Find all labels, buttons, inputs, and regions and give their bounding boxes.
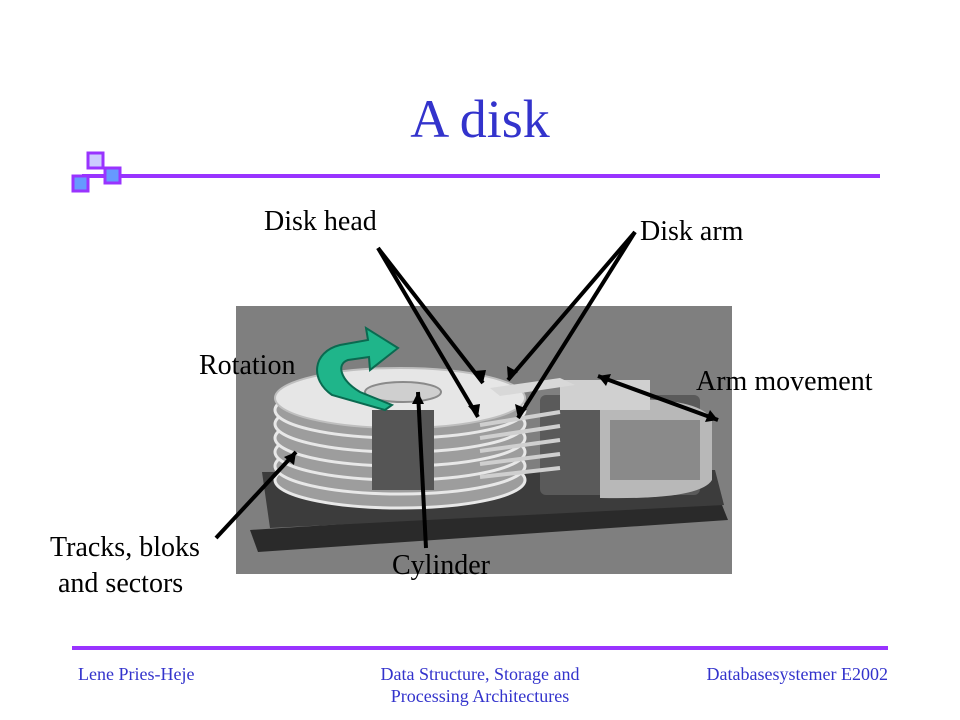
disk-photo xyxy=(236,306,732,574)
footer-course: Data Structure, Storage and Processing A… xyxy=(330,664,630,707)
footer-course-code: Databasesystemer E2002 xyxy=(706,664,888,684)
label-rotation: Rotation xyxy=(199,350,296,381)
label-arm-movement: Arm movement xyxy=(696,366,873,397)
pointer-lines xyxy=(214,230,719,549)
footer-author: Lene Pries-Heje xyxy=(78,664,195,684)
label-tracks-line2: and sectors xyxy=(58,568,184,599)
slide-title: A disk xyxy=(410,89,550,149)
label-tracks-line1: Tracks, bloks xyxy=(50,532,200,563)
label-cylinder: Cylinder xyxy=(392,550,490,581)
footer-course-line1: Data Structure, Storage and xyxy=(380,664,580,684)
rotation-arrow-icon xyxy=(316,325,400,412)
label-disk-arm: Disk arm xyxy=(640,216,744,247)
footer-course-line2: Processing Architectures xyxy=(390,685,570,706)
label-disk-head: Disk head xyxy=(264,206,377,237)
title-bullet-squares-icon xyxy=(71,151,122,193)
pointer-arrowheads xyxy=(284,366,718,465)
